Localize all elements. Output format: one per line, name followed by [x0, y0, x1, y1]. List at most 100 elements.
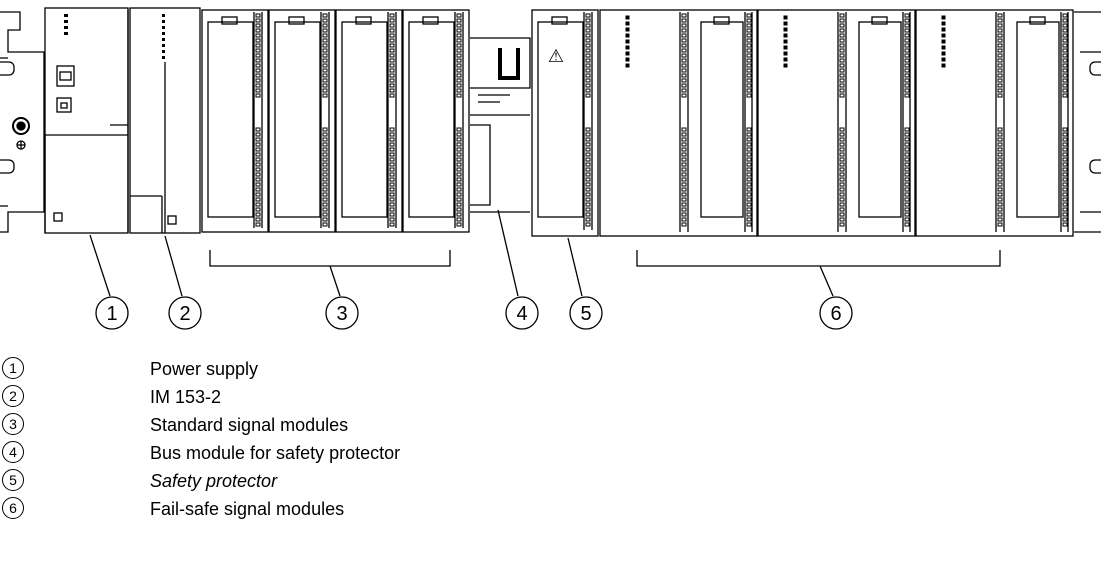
terminal-contact	[747, 39, 751, 42]
terminal-contact	[1063, 14, 1067, 17]
terminal-contact	[586, 193, 590, 196]
terminal-contact	[586, 138, 590, 141]
terminal-contact	[747, 148, 751, 151]
terminal-contact	[840, 39, 844, 42]
terminal-contact	[586, 74, 590, 77]
terminal-contact	[1063, 133, 1067, 136]
terminal-contact	[390, 34, 394, 37]
terminal-contact	[457, 84, 461, 87]
terminal-contact	[682, 34, 686, 37]
terminal-contact	[256, 84, 260, 87]
terminal-contact	[998, 44, 1002, 47]
status-led	[784, 64, 787, 67]
terminal-contact	[682, 188, 686, 191]
terminal-contact	[323, 49, 327, 52]
terminal-contact	[256, 128, 260, 131]
terminal-contact	[840, 188, 844, 191]
terminal-contact	[840, 138, 844, 141]
terminal-contact	[390, 163, 394, 166]
terminal-contact	[998, 188, 1002, 191]
terminal-contact	[747, 213, 751, 216]
terminal-contact	[323, 148, 327, 151]
terminal-contact	[905, 29, 909, 32]
terminal-contact	[586, 44, 590, 47]
terminal-contact	[747, 24, 751, 27]
terminal-contact	[390, 94, 394, 97]
terminal-contact	[747, 84, 751, 87]
terminal-contact	[840, 203, 844, 206]
terminal-contact	[682, 193, 686, 196]
terminal-contact	[457, 133, 461, 136]
terminal-contact	[457, 59, 461, 62]
terminal-contact	[323, 188, 327, 191]
terminal-contact	[1063, 29, 1067, 32]
terminal-contact	[256, 208, 260, 211]
terminal-contact	[256, 94, 260, 97]
terminal-contact	[457, 143, 461, 146]
terminal-contact	[1063, 44, 1067, 47]
terminal-contact	[256, 213, 260, 216]
terminal-contact	[323, 153, 327, 156]
terminal-contact	[905, 208, 909, 211]
terminal-contact	[586, 213, 590, 216]
terminal-contact	[682, 173, 686, 176]
terminal-contact	[256, 143, 260, 146]
terminal-contact	[390, 143, 394, 146]
terminal-contact	[998, 173, 1002, 176]
terminal-contact	[1063, 89, 1067, 92]
terminal-contact	[457, 178, 461, 181]
standard-signal-modules	[202, 10, 469, 232]
legend-item-5: 5 Safety protector	[0, 469, 1101, 497]
legend-label-power-supply: Power supply	[150, 359, 258, 379]
terminal-contact	[323, 178, 327, 181]
terminal-contact	[747, 153, 751, 156]
terminal-contact	[457, 203, 461, 206]
terminal-contact	[256, 158, 260, 161]
status-led	[942, 22, 945, 25]
terminal-contact	[682, 39, 686, 42]
terminal-contact	[390, 39, 394, 42]
terminal-contact	[840, 34, 844, 37]
terminal-contact	[256, 44, 260, 47]
terminal-contact	[256, 74, 260, 77]
terminal-contact	[682, 89, 686, 92]
terminal-contact	[390, 133, 394, 136]
terminal-contact	[905, 64, 909, 67]
terminal-contact	[390, 84, 394, 87]
status-led	[626, 58, 629, 61]
terminal-contact	[840, 208, 844, 211]
terminal-contact	[323, 213, 327, 216]
terminal-contact	[586, 79, 590, 82]
terminal-contact	[586, 163, 590, 166]
terminal-contact	[256, 14, 260, 17]
status-led	[784, 58, 787, 61]
terminal-contact	[457, 128, 461, 131]
terminal-contact	[323, 54, 327, 57]
terminal-contact	[747, 193, 751, 196]
terminal-contact	[256, 168, 260, 171]
terminal-contact	[1063, 79, 1067, 82]
terminal-contact	[682, 223, 686, 226]
terminal-contact	[390, 74, 394, 77]
terminal-contact	[747, 218, 751, 221]
terminal-contact	[840, 84, 844, 87]
terminal-contact	[905, 223, 909, 226]
terminal-contact	[682, 198, 686, 201]
terminal-contact	[323, 39, 327, 42]
terminal-contact	[747, 44, 751, 47]
terminal-contact	[905, 143, 909, 146]
terminal-contact	[323, 203, 327, 206]
terminal-contact	[256, 24, 260, 27]
terminal-contact	[390, 173, 394, 176]
terminal-contact	[682, 168, 686, 171]
terminal-contact	[390, 49, 394, 52]
terminal-contact	[998, 163, 1002, 166]
terminal-contact	[457, 183, 461, 186]
terminal-contact	[390, 198, 394, 201]
terminal-contact	[586, 188, 590, 191]
terminal-contact	[586, 94, 590, 97]
terminal-contact	[457, 208, 461, 211]
terminal-contact	[1063, 54, 1067, 57]
terminal-contact	[747, 94, 751, 97]
terminal-contact	[682, 213, 686, 216]
